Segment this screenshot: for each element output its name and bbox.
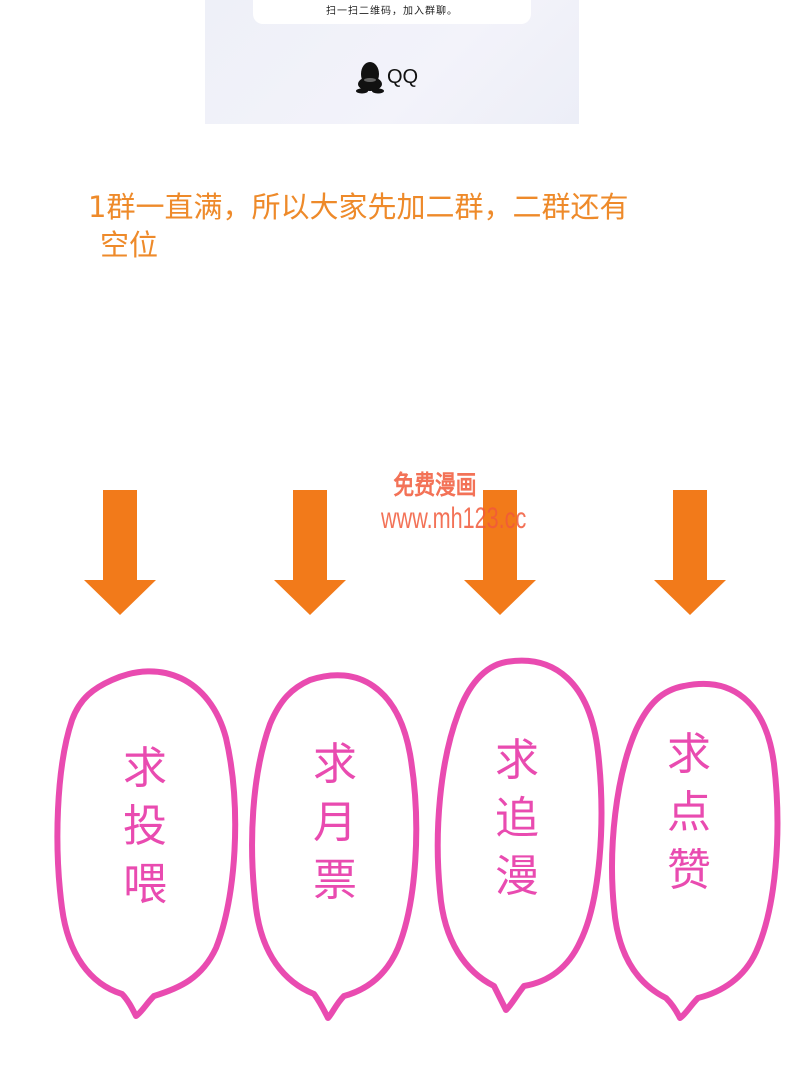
balloon-char: 求 [495,735,539,786]
balloon-char: 点 [667,787,711,838]
balloon-char: 追 [495,793,539,844]
down-arrow-icon [84,490,156,615]
watermark-title: 免费漫画 [393,470,477,500]
speech-balloon-shape [434,657,605,1013]
balloon-monthly-ticket: 求 月 票 [240,664,430,1034]
qq-brand-label: QQ [387,65,419,88]
balloon-char: 票 [313,855,357,906]
balloon-follow: 求 追 漫 [430,652,620,1022]
balloon-char: 求 [313,739,357,790]
balloon-char: 求 [123,743,167,794]
speech-balloon-shape [249,672,420,1021]
qr-card: 扫一扫二维码，加入群聊。 QQ [205,0,579,124]
qq-penguin-icon [356,62,384,94]
qq-brand: QQ [355,60,418,94]
qr-hint-box: 扫一扫二维码，加入群聊。 [253,0,531,24]
balloon-label: 求 点 赞 [594,726,784,900]
balloon-label: 求 投 喂 [50,740,240,914]
balloon-like: 求 点 赞 [604,672,794,1042]
balloon-feed: 求 投 喂 [50,658,240,1028]
balloon-char: 喂 [123,859,167,910]
balloon-char: 漫 [495,851,539,902]
group-message: 1群一直满，所以大家先加二群，二群还有 空位 [88,188,728,264]
down-arrow-icon [464,490,536,615]
down-arrow-icon [654,490,726,615]
balloon-char: 投 [123,801,167,852]
balloon-char: 赞 [667,845,711,896]
speech-balloon-shape [54,668,239,1019]
group-message-line-2: 空位 [100,228,159,262]
balloon-char: 月 [313,797,357,848]
watermark-url: www.mh123.cc [381,502,527,535]
balloon-label: 求 追 漫 [422,732,612,906]
down-arrow-icon [274,490,346,615]
qr-hint-text: 扫一扫二维码，加入群聊。 [326,6,458,17]
balloon-char: 求 [667,729,711,780]
group-message-line-1: 1群一直满，所以大家先加二群，二群还有 [88,190,629,224]
balloon-label: 求 月 票 [240,736,430,910]
watermark: 免费漫画 www.mh123.cc [360,468,527,536]
speech-balloon-shape [609,680,781,1021]
